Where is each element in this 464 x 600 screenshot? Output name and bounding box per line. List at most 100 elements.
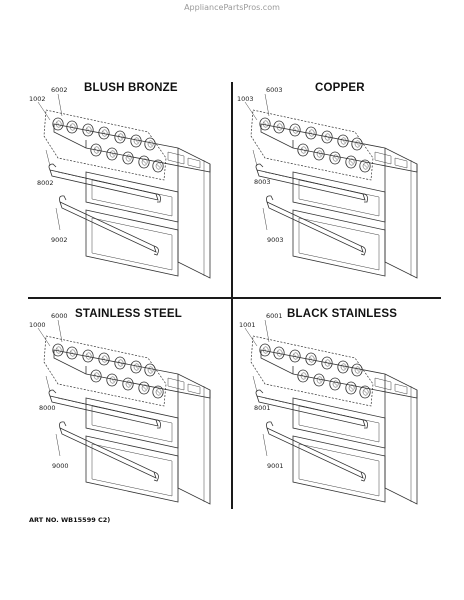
knob <box>305 126 317 140</box>
upper-handle-bracket <box>362 419 368 429</box>
knob-pointer <box>355 367 360 372</box>
bezel-leader <box>57 319 63 343</box>
knob <box>289 123 301 137</box>
upper-handle-bar <box>49 169 159 201</box>
knob-face <box>55 120 62 128</box>
knob-face <box>308 129 315 137</box>
lower-handle-bar <box>266 427 364 479</box>
knob <box>337 134 349 148</box>
knob-face <box>125 380 132 388</box>
knob <box>138 155 150 169</box>
knob-face <box>324 359 331 367</box>
knob-face <box>362 388 369 396</box>
knob-face <box>300 146 307 154</box>
oven-exploded-drawing <box>37 93 211 279</box>
knob <box>345 381 357 395</box>
callout-knob: 1003 <box>237 95 254 103</box>
watermark: AppliancePartsPros.com <box>184 3 280 12</box>
knob-face <box>125 154 132 162</box>
upper-handle-bracket <box>48 163 57 171</box>
knob-face <box>101 129 108 137</box>
knob-face <box>348 384 355 392</box>
upper-handle-leader <box>45 149 51 167</box>
lower-handle-bracket <box>360 245 366 256</box>
lower-door-window <box>298 217 380 271</box>
knob <box>351 363 363 377</box>
upper-door-outline <box>292 397 386 449</box>
knob-pointer <box>86 127 91 132</box>
lower-handle-bracket <box>360 471 366 482</box>
callout-knob: 1001 <box>239 321 256 329</box>
upper-handle-align-line <box>57 171 149 193</box>
knob-pointer <box>325 134 330 139</box>
knob-pointer <box>317 377 322 382</box>
knob-pointer <box>301 147 306 152</box>
knob-face <box>292 126 299 134</box>
lower-handle-bar <box>59 427 157 479</box>
upper-handle-bracket <box>48 389 57 397</box>
knob <box>329 151 341 165</box>
callout-upper-handle: 8003 <box>254 178 271 186</box>
upper-handle-bracket <box>362 193 368 203</box>
knob-pointer <box>277 350 282 355</box>
knob-pointer <box>118 360 123 365</box>
knob <box>122 151 134 165</box>
lower-door-window <box>298 443 380 497</box>
knob <box>359 159 371 173</box>
knob-pointer <box>363 163 368 168</box>
knob-pointer <box>94 147 99 152</box>
knob-pointer <box>70 124 75 129</box>
lower-door-window <box>91 217 173 271</box>
knob-pointer <box>148 141 153 146</box>
knob <box>114 356 126 370</box>
knob <box>289 349 301 363</box>
callout-knob: 1002 <box>29 95 46 103</box>
knob-pointer <box>56 121 61 126</box>
lower-handle-bracket <box>59 195 67 203</box>
upper-handle-bracket <box>255 163 264 171</box>
lower-handle-bar <box>266 201 364 253</box>
knob <box>98 126 110 140</box>
knob <box>138 381 150 395</box>
knob <box>329 377 341 391</box>
control-panel-outline <box>260 123 418 173</box>
knob-pointer <box>102 130 107 135</box>
display-window <box>374 377 392 391</box>
callout-bezel: 6002 <box>51 86 68 94</box>
knob-pointer <box>341 138 346 143</box>
callout-bezel: 6000 <box>51 312 68 320</box>
knob <box>152 159 164 173</box>
knob <box>337 360 349 374</box>
knob-pointer <box>142 385 147 390</box>
knob <box>52 343 64 357</box>
knob-face <box>155 162 162 170</box>
knob-face <box>155 388 162 396</box>
lower-handle-leader <box>262 207 268 231</box>
upper-handle-leader <box>252 149 258 167</box>
knob <box>66 346 78 360</box>
knob-face <box>141 158 148 166</box>
knob-pointer <box>333 381 338 386</box>
lower-handle-bracket <box>266 421 274 429</box>
knob-pointer <box>363 389 368 394</box>
knob-pointer <box>263 121 268 126</box>
knob <box>305 352 317 366</box>
knob <box>345 155 357 169</box>
finish-title: BLUSH BRONZE <box>84 82 178 94</box>
control-panel-outline <box>53 123 211 173</box>
knob-pointer <box>148 367 153 372</box>
display-window <box>374 151 392 165</box>
knob-face <box>117 359 124 367</box>
knob-leader <box>244 327 258 347</box>
knob-face <box>55 346 62 354</box>
knob-pointer <box>110 377 115 382</box>
callout-lower-handle: 9000 <box>52 462 69 470</box>
knob <box>122 377 134 391</box>
panel-stainless-steel: STAINLESS STEEL 6000 1000 8000 9000 <box>28 306 218 516</box>
upper-handle-bar <box>256 395 366 427</box>
oven-body-side <box>177 374 211 505</box>
knob-pointer <box>349 385 354 390</box>
knob <box>259 117 271 131</box>
control-panel-outline <box>53 349 211 399</box>
upper-door-window <box>298 179 380 217</box>
